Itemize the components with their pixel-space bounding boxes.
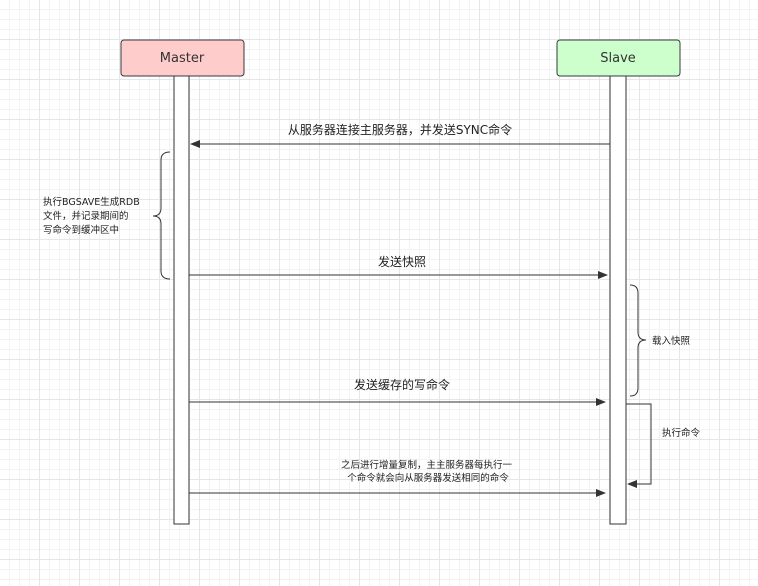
note-bgsave-text: 执行BGSAVE生成RDB 文件，并记录期间的 写命令到缓冲区中 [43, 196, 143, 236]
message-snapshot[interactable]: 发送快照 [189, 254, 608, 279]
message-buffered-commands[interactable]: 发送缓存的写命令 [189, 377, 606, 406]
slave-header-box [556, 39, 681, 77]
note-load-snapshot: 载入快照 [629, 284, 691, 397]
note-bgsave: 执行BGSAVE生成RDB 文件，并记录期间的 写命令到缓冲区中 [43, 151, 171, 280]
master-header-box [120, 39, 245, 77]
message-snapshot-label: 发送快照 [378, 254, 426, 269]
note-bgsave-line-3: 写命令到缓冲区中 [43, 224, 119, 236]
slave-label: Slave [600, 51, 636, 66]
self-call-arrow [626, 403, 652, 488]
message-incremental-line-2: 个命令就会向从服务器发送相同的命令 [347, 472, 509, 484]
master-label: Master [160, 51, 205, 66]
note-bgsave-line-1: 执行BGSAVE生成RDB [43, 196, 140, 208]
message-incremental-text: 之后进行增量复制，主主服务器每执行一 个命令就会向从服务器发送相同的命令 [341, 459, 515, 484]
message-incremental-line-1: 之后进行增量复制，主主服务器每执行一 [341, 459, 513, 471]
message-buffered-label: 发送缓存的写命令 [354, 377, 450, 392]
message-sync-label: 从服务器连接主服务器，并发送SYNC命令 [288, 122, 512, 137]
note-load-text: 载入快照 [652, 335, 691, 347]
message-incremental[interactable]: 之后进行增量复制，主主服务器每执行一 个命令就会向从服务器发送相同的命令 [189, 459, 606, 497]
self-call-label: 执行命令 [662, 427, 701, 439]
note-load-brace [629, 284, 647, 397]
message-sync[interactable]: 从服务器连接主服务器，并发送SYNC命令 [190, 122, 610, 148]
note-bgsave-line-2: 文件，并记录期间的 [43, 210, 129, 222]
note-bgsave-brace [152, 151, 171, 280]
master-actor[interactable]: Master [120, 39, 245, 525]
slave-actor[interactable]: Slave [556, 39, 681, 525]
master-lifeline [173, 75, 190, 525]
self-call-execute[interactable]: 执行命令 [626, 403, 701, 488]
slave-lifeline [609, 75, 627, 525]
